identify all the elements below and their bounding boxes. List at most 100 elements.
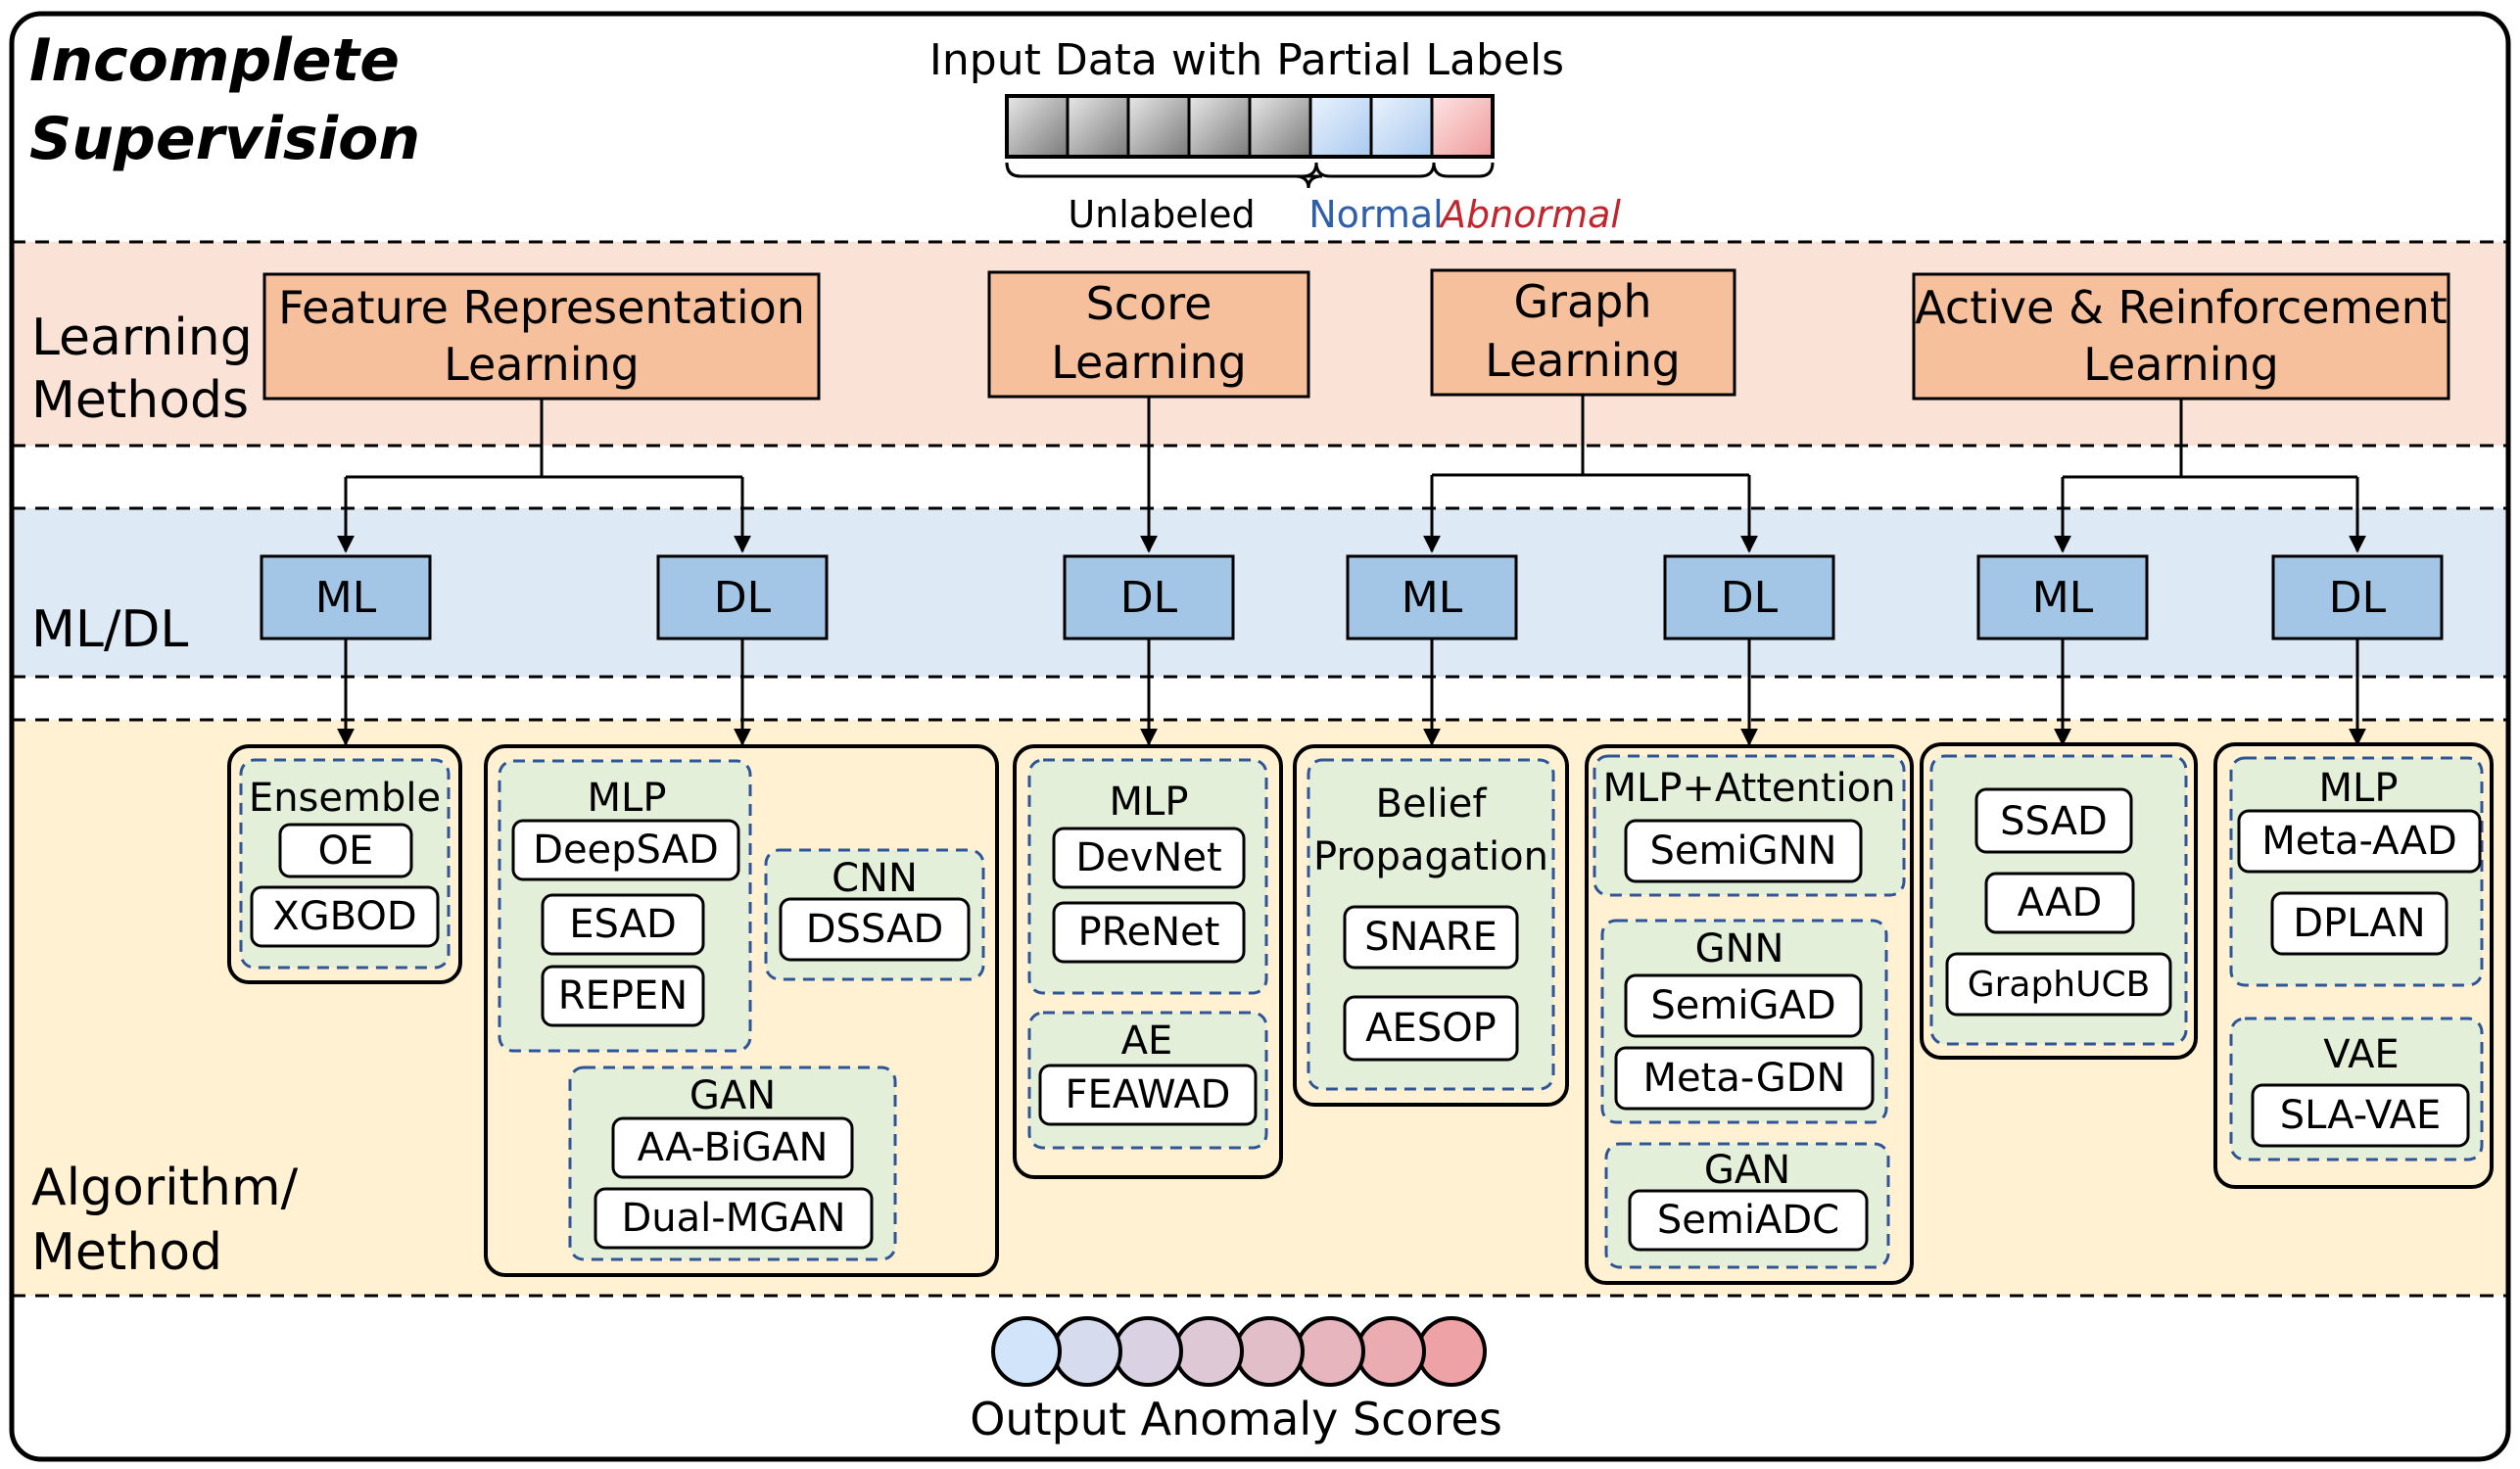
group-gnn-title: GNN [1695,926,1784,971]
input-cell-unlabeled [1248,94,1312,159]
group-mlp-attention-title: MLP+Attention [1602,766,1895,811]
mldl-box-ml [1976,554,2149,640]
abnormal-caption: Abnormal [1438,193,1621,236]
learning-methods-label-1: Learning [31,308,253,367]
group-gan-title: GAN [689,1073,776,1118]
input-data-cells [1005,94,1495,159]
method-aesop: AESOP [1365,1006,1497,1051]
method-esad: ESAD [569,902,677,947]
algo-column-3: MLP DevNet PReNet AE FEAWAD [1013,744,1283,1179]
method-deepsad: DeepSAD [533,828,719,873]
output-score-circle [1052,1316,1122,1387]
method-dssad: DSSAD [806,907,944,952]
group-gan-title-2: GAN [1704,1148,1790,1193]
lm-active-line-2: Learning [2083,338,2279,391]
lm-graph-line-2: Learning [1485,334,1681,387]
method-sla-vae: SLA-VAE [2280,1093,2442,1138]
group-ae-title: AE [1121,1019,1173,1064]
group-ensemble-title: Ensemble [249,776,441,821]
method-semiadc: SemiADC [1657,1198,1839,1243]
mldl-label-ml: ML [315,573,377,623]
method-xgbod: XGBOD [272,894,416,939]
mldl-box-ml [1346,554,1518,640]
input-cell-unlabeled [1187,94,1252,159]
group-mlp-title-2: MLP [1110,780,1189,825]
outer-frame [9,11,2511,1462]
input-cell-unlabeled [1126,94,1191,159]
mldl-box-dl [2271,554,2444,640]
algorithm-label-1: Algorithm/ [31,1159,299,1217]
algo-column-4: Belief Propagation SNARE AESOP [1293,744,1569,1107]
method-meta-gdn: Meta-GDN [1643,1056,1846,1101]
mldl-label-dl: DL [1120,573,1178,623]
method-semignn: SemiGNN [1650,829,1837,874]
group-mlp-title-3: MLP [2319,766,2399,811]
lm-active-line-1: Active & Reinforcement [1915,281,2448,334]
method-meta-aad: Meta-AAD [2261,819,2457,864]
input-cell-unlabeled [1005,94,1070,159]
output-score-circle [991,1316,1062,1387]
input-cell-normal [1308,94,1373,159]
output-score-circle [1355,1316,1426,1387]
lm-score-line-1: Score [1086,277,1212,330]
title-line-2: Supervision [29,105,420,173]
learning-method-feature-representation: Feature Representation Learning [262,272,821,401]
algo-column-2: MLP DeepSAD ESAD REPEN CNN DSSAD GAN AA-… [484,744,999,1277]
mldl-label-ml: ML [1402,573,1463,623]
input-cell-abnormal [1430,94,1495,159]
method-semigad: SemiGAD [1650,983,1835,1028]
method-dual-mgan: Dual-MGAN [621,1196,845,1241]
group-belief-title-1: Belief [1376,782,1488,827]
input-braces [1005,162,1495,189]
mldl-label-ml: ML [2032,573,2094,623]
band-separators [12,240,2508,1298]
algo-column-6: SSAD AAD GraphUCB [1920,742,2198,1060]
title-line-1: Incomplete [29,26,400,95]
mldl-label-dl: DL [1721,573,1779,623]
lm-graph-line-1: Graph [1513,275,1651,328]
mldl-box-dl [1663,554,1835,640]
algo-column-1: Ensemble OE XGBOD [227,744,462,984]
unlabeled-caption: Unlabeled [1068,193,1255,236]
method-repen: REPEN [558,973,688,1019]
method-feawad: FEAWAD [1066,1072,1231,1117]
algo-column-5: MLP+Attention SemiGNN GNN SemiGAD Meta-G… [1585,744,1914,1285]
learning-method-active-reinforcement: Active & Reinforcement Learning [1912,272,2450,401]
ml-dl-boxes: ML DL DL ML DL ML DL [260,554,2444,640]
learning-method-graph: Graph Learning [1430,268,1736,397]
learning-methods-label-2: Methods [31,371,249,430]
input-cell-normal [1369,94,1434,159]
algo-column-7: MLP Meta-AAD DPLAN VAE SLA-VAE [2213,742,2494,1189]
method-aad: AAD [2018,880,2103,925]
mldl-label-dl: DL [2329,573,2387,623]
group-cnn-title: CNN [832,856,918,901]
method-aa-bigan: AA-BiGAN [638,1125,829,1170]
lm-feature-line-2: Learning [444,338,640,391]
algorithm-label-2: Method [31,1223,222,1282]
output-score-circle [1234,1316,1305,1387]
output-score-circle [1416,1316,1487,1387]
lm-feature-line-1: Feature Representation [278,281,805,334]
method-devnet: DevNet [1075,835,1221,880]
connectors-bottom [337,639,2366,746]
input-data-label: Input Data with Partial Labels [929,35,1564,85]
input-cell-unlabeled [1066,94,1130,159]
connectors-top [337,395,2366,553]
method-snare: SNARE [1364,915,1498,960]
group-belief-title-2: Propagation [1313,834,1548,879]
method-prenet: PReNet [1078,910,1220,955]
learning-method-score: Score Learning [987,270,1310,399]
output-score-circles [991,1316,1487,1387]
method-oe: OE [318,829,374,874]
method-dplan: DPLAN [2293,901,2425,946]
lm-score-line-2: Learning [1051,336,1247,389]
mldl-box-ml [260,554,432,640]
normal-caption: Normal [1308,193,1444,236]
output-score-circle [1173,1316,1244,1387]
method-graphucb: GraphUCB [1968,965,2151,1005]
output-label: Output Anomaly Scores [970,1393,1502,1445]
method-ssad: SSAD [2000,799,2108,844]
mldl-label-dl: DL [714,573,772,623]
group-mlp-title: MLP [588,776,667,821]
